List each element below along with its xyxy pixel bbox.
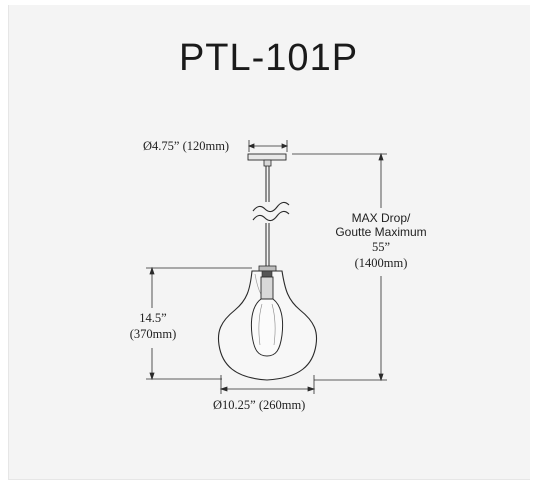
canopy-width-dimension	[247, 140, 289, 152]
max-drop-label-en: MAX Drop/	[351, 211, 411, 225]
max-drop-mm: (1400mm)	[354, 256, 408, 270]
max-drop-dimension	[292, 152, 387, 382]
canopy-diameter-label: Ø4.75” (120mm)	[143, 139, 230, 153]
max-drop-inches: 55”	[371, 240, 391, 254]
max-drop-label-fr: Goutte Maximum	[335, 225, 427, 239]
shade-diameter-label: Ø10.25” (260mm)	[213, 398, 306, 412]
canopy	[247, 153, 287, 167]
shade-height-dimension	[146, 266, 252, 381]
shade-height-inches: 14.5”	[139, 311, 167, 325]
product-title: PTL-101P	[178, 37, 359, 79]
bulb	[250, 270, 284, 357]
suspension-rod	[252, 166, 290, 266]
shade-height-mm: (370mm)	[129, 327, 177, 341]
shade-width-dimension	[219, 375, 316, 394]
